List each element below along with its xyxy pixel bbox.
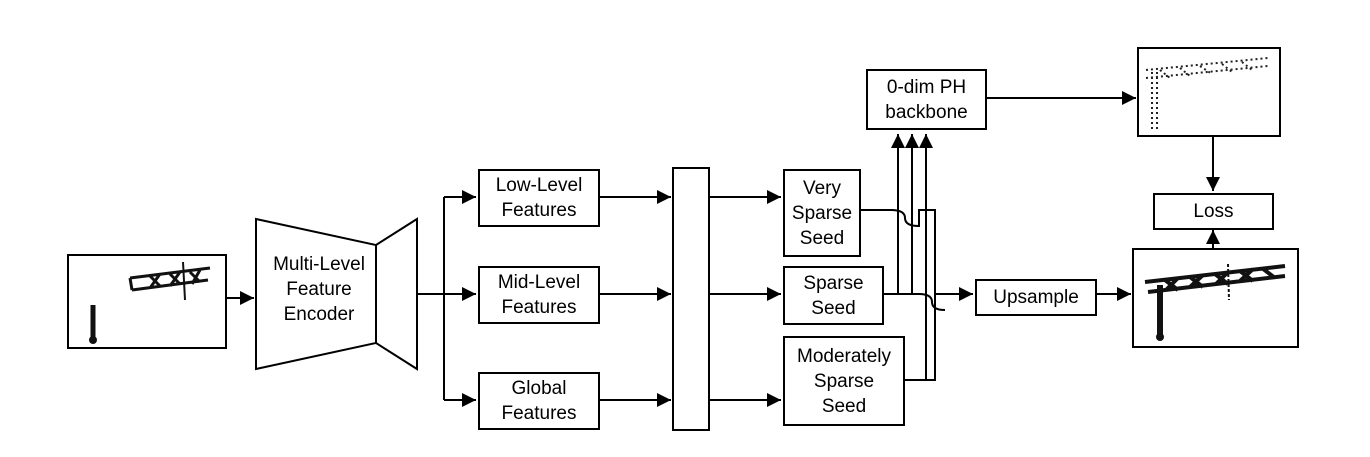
- ph-output-pointcloud-image: [1137, 47, 1281, 137]
- mid-level-features-box: Mid-Level Features: [478, 266, 600, 324]
- moderately-sparse-seed-box: Moderately Sparse Seed: [783, 336, 905, 426]
- low-level-features-label: Low-Level Features: [495, 175, 583, 221]
- fusion-block: [672, 167, 710, 431]
- features-to-fusion-arrows: [600, 190, 671, 407]
- feature-encoder: [255, 217, 418, 371]
- loss-label: Loss: [1193, 201, 1234, 222]
- very-sparse-seed-label: Very Sparse Seed: [791, 177, 853, 249]
- sparse-seed-box: Sparse Seed: [783, 266, 884, 325]
- encoder-label: Multi-Level Feature Encoder: [273, 254, 365, 325]
- seed-routing-lines: [861, 134, 973, 381]
- ph-backbone-label: 0-dim PH backbone: [885, 76, 968, 123]
- upsample-box: Upsample: [975, 279, 1097, 316]
- final-output-pointcloud-image: [1132, 248, 1299, 348]
- global-features-box: Global Features: [478, 372, 600, 430]
- very-sparse-seed-box: Very Sparse Seed: [783, 169, 861, 257]
- mid-level-features-label: Mid-Level Features: [497, 272, 581, 318]
- encoder-branch-arrows: [417, 190, 476, 407]
- input-pointcloud-image: [67, 254, 227, 349]
- moderately-sparse-seed-label: Moderately Sparse Seed: [797, 345, 891, 417]
- low-level-features-box: Low-Level Features: [478, 169, 600, 227]
- upsample-label: Upsample: [993, 287, 1079, 308]
- sparse-seed-label: Sparse Seed: [803, 272, 864, 319]
- fusion-to-seed-arrows: [709, 190, 781, 407]
- ph-backbone-box: 0-dim PH backbone: [866, 69, 987, 130]
- loss-box: Loss: [1153, 193, 1274, 230]
- global-features-label: Global Features: [501, 378, 577, 424]
